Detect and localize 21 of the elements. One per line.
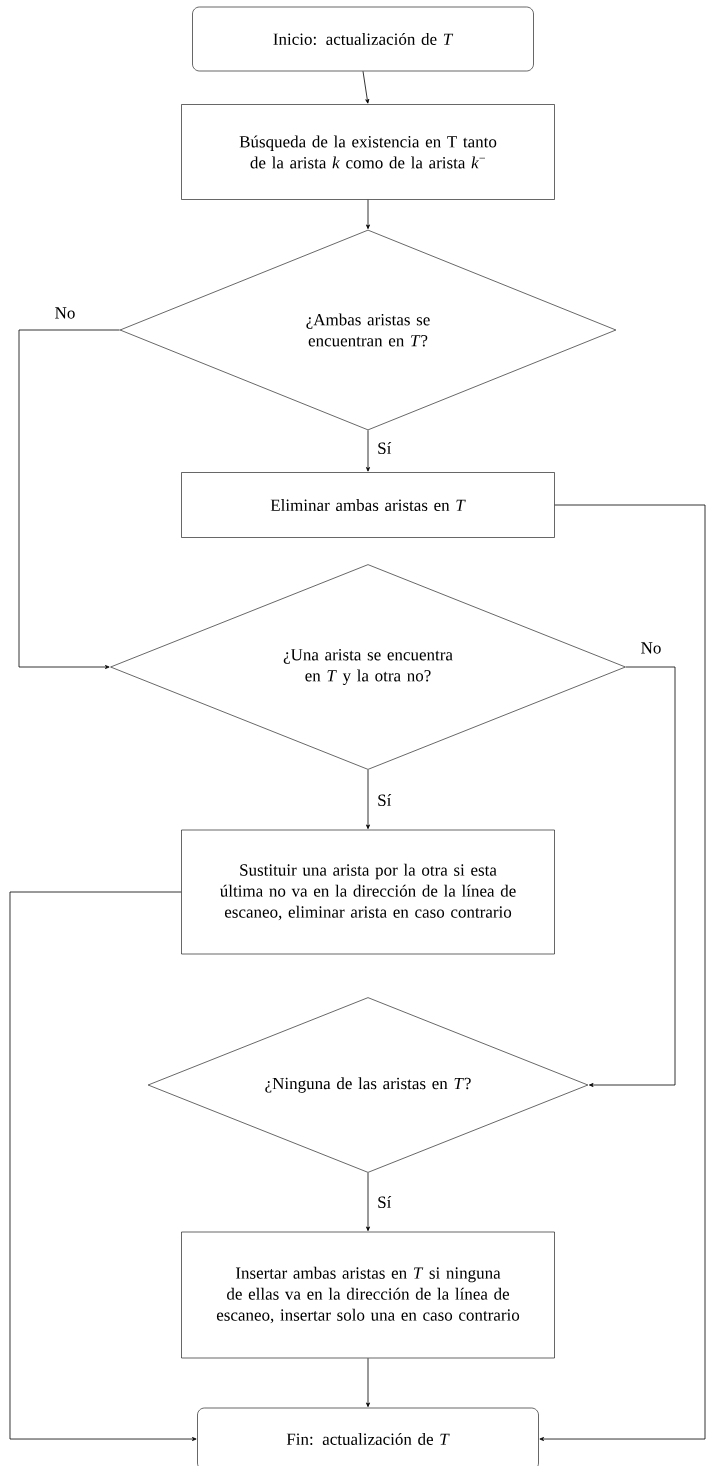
arrow xyxy=(366,429,370,472)
edge-label: Sí xyxy=(376,793,393,807)
arrow xyxy=(588,666,676,1087)
arrow xyxy=(366,1172,370,1232)
arrow xyxy=(9,891,197,1441)
process-box: Búsqueda de la existencia en T tanto de la arista k como de la arista k$^{−}$ xyxy=(181,104,555,200)
process-box: Eliminar ambas aristas en T xyxy=(181,472,555,538)
edge-label: Sí xyxy=(376,441,393,455)
process-box: Sustituir una arista por la otra si esta última no va en la dirección de la línea de escaneo, eliminar arista en caso contrario xyxy=(181,829,555,955)
process-box: Insertar ambas aristas en T si ninguna de ellas va en la dirección de la línea de escaneo, insertar solo una en caso contrario xyxy=(181,1231,555,1359)
arrow xyxy=(362,70,370,104)
arrow xyxy=(539,504,706,1441)
terminal-box: Fin: actualización de T xyxy=(197,1407,539,1466)
arrow xyxy=(366,199,370,230)
arrow xyxy=(366,1357,370,1408)
edge-label: Sí xyxy=(376,1195,393,1209)
edge-label: No xyxy=(639,641,663,655)
edge-label: No xyxy=(53,306,77,320)
arrow xyxy=(18,329,121,669)
arrow xyxy=(366,769,370,830)
terminal-box: Inicio: actualización de T xyxy=(192,6,534,72)
